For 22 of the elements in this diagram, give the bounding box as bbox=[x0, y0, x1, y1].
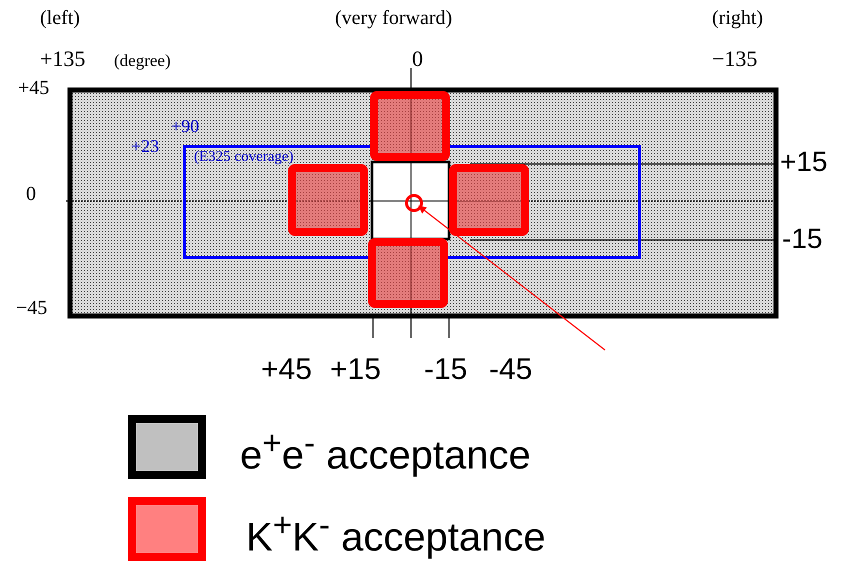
legend-label: e$^{+}$e$^{-}$ acceptance bbox=[240, 427, 531, 476]
angle-label: +90 bbox=[171, 117, 200, 135]
angle-label: −135 bbox=[712, 48, 758, 70]
angle-label: +45 bbox=[18, 78, 50, 98]
direction-label: (very forward) bbox=[335, 8, 452, 28]
angle-label: -45 bbox=[489, 355, 532, 385]
unit-label: (degree) bbox=[114, 52, 171, 69]
legend-label: K$^{+}$K$^{-}$ acceptance bbox=[246, 509, 546, 558]
angle-label: 0 bbox=[26, 184, 36, 204]
angle-label: 0 bbox=[412, 48, 423, 70]
angle-label: +15 bbox=[780, 148, 828, 176]
coverage-label: (E325 coverage) bbox=[194, 150, 294, 165]
arrow bbox=[418, 206, 606, 350]
angle-label: +45 bbox=[261, 355, 312, 385]
angle-label: -15 bbox=[424, 355, 468, 385]
angle-label: +23 bbox=[131, 137, 160, 155]
angle-label: +15 bbox=[330, 355, 381, 385]
angle-label: -15 bbox=[782, 225, 822, 253]
direction-label: (right) bbox=[712, 8, 764, 28]
angle-label: +135 bbox=[40, 48, 86, 70]
angle-label: −45 bbox=[16, 298, 48, 318]
direction-label: (left) bbox=[40, 8, 80, 28]
